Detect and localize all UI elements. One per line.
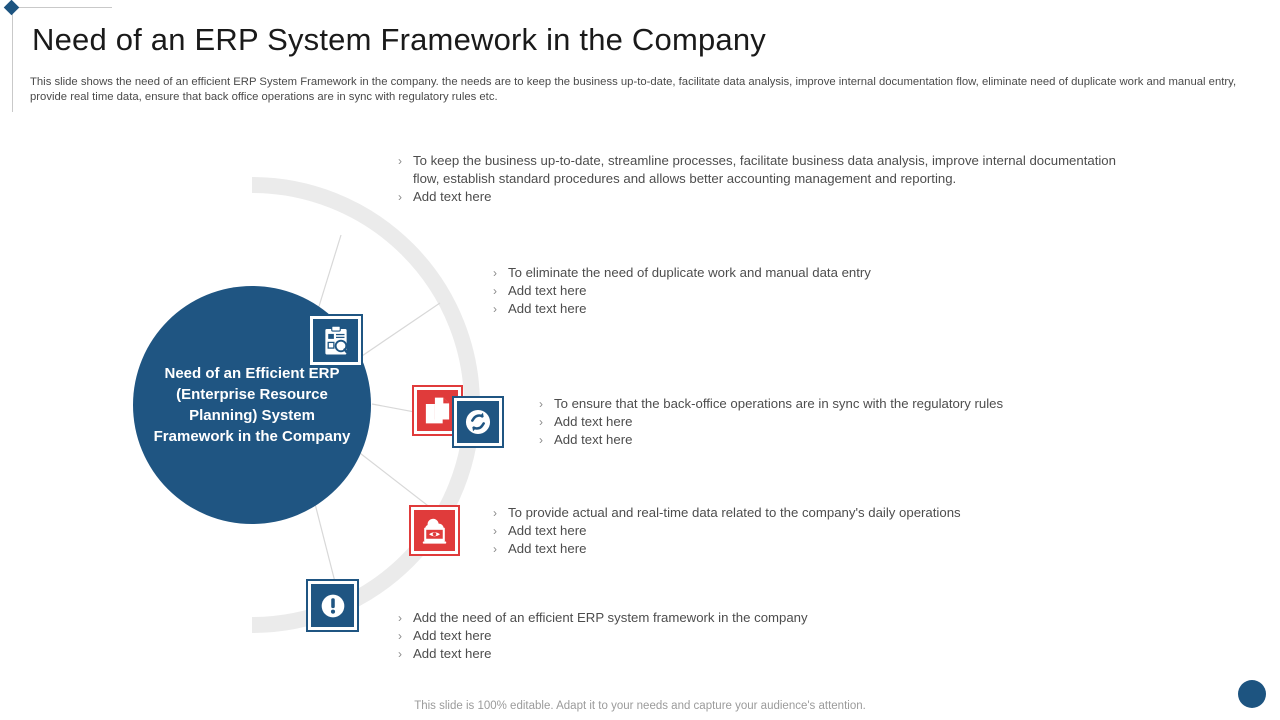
sync-arrows-icon [465,409,491,435]
chevron-right-icon: › [539,397,543,411]
bullet-text: To keep the business up-to-date, streaml… [413,153,1116,186]
chevron-right-icon: › [493,506,497,520]
bullet-item: › To keep the business up-to-date, strea… [398,152,1138,188]
node-5-icon-tile[interactable] [306,579,359,632]
node-5-bullets: › Add the need of an efficient ERP syste… [398,609,958,663]
duplicate-documents-icon [425,397,450,424]
bullet-text: Add text here [508,541,587,556]
bullet-item: › Add text here [398,188,1138,206]
bullet-text: To provide actual and real-time data rel… [508,505,961,520]
bullet-text: To eliminate the need of duplicate work … [508,265,871,280]
node-2-icon-tile[interactable] [412,385,463,436]
chevron-right-icon: › [398,629,402,643]
chevron-right-icon: › [493,284,497,298]
chevron-right-icon: › [398,190,402,204]
chevron-right-icon: › [398,611,402,625]
node-4-bullets: › To provide actual and real-time data r… [493,504,1053,558]
footer-note: This slide is 100% editable. Adapt it to… [414,700,866,712]
connector-line-1 [315,234,342,317]
bullet-text: Add text here [554,414,633,429]
bullet-item: › To provide actual and real-time data r… [493,504,1053,522]
bullet-item: › To eliminate the need of duplicate wor… [493,264,1053,282]
bullet-text: Add text here [508,301,587,316]
bullet-item: › Add the need of an efficient ERP syste… [398,609,958,627]
center-circle-label: Need of an Efficient ERP (Enterprise Res… [153,365,351,445]
clipboard-search-icon [324,325,350,356]
bullet-item: › Add text here [398,645,958,663]
chevron-right-icon: › [493,302,497,316]
connector-line-2 [355,302,441,361]
bullet-item: › Add text here [493,522,1053,540]
node-3-icon-tile[interactable] [452,396,504,448]
node-2-bullets: › To eliminate the need of duplicate wor… [493,264,1053,318]
bullet-text: Add text here [413,646,492,661]
bullet-item: › Add text here [539,413,1099,431]
bullet-item: › Add text here [398,627,958,645]
bullet-text: Add text here [508,283,587,298]
cloud-data-view-icon [422,518,447,544]
chevron-right-icon: › [493,542,497,556]
bullet-item: › Add text here [493,300,1053,318]
node-1-icon-tile[interactable] [308,314,363,367]
diamond-marker-icon [3,0,20,16]
chevron-right-icon: › [493,524,497,538]
chevron-right-icon: › [539,415,543,429]
chevron-right-icon: › [398,154,402,168]
header-decor-vertical-line [12,7,13,112]
node-1-bullets: › To keep the business up-to-date, strea… [398,152,1138,206]
bullet-text: Add text here [554,432,633,447]
exclamation-circle-icon [321,594,344,617]
node-3-bullets: › To ensure that the back-office operati… [539,395,1099,449]
corner-dot-decoration [1238,680,1266,708]
bullet-item: › Add text here [539,431,1099,449]
chevron-right-icon: › [493,266,497,280]
chevron-right-icon: › [539,433,543,447]
page-title: Need of an ERP System Framework in the C… [32,22,766,57]
chevron-right-icon: › [398,647,402,661]
bullet-text: Add the need of an efficient ERP system … [413,610,808,625]
bullet-text: Add text here [413,628,492,643]
bullet-text: To ensure that the back-office operation… [554,396,1004,411]
bullet-item: › To ensure that the back-office operati… [539,395,1099,413]
bullet-item: › Add text here [493,540,1053,558]
connector-line-4 [355,449,437,513]
connector-line-5 [311,491,336,583]
bullet-text: Add text here [508,523,587,538]
bullet-item: › Add text here [493,282,1053,300]
bullet-text: Add text here [413,189,492,204]
page-subtitle: This slide shows the need of an efficien… [30,76,1237,103]
node-4-icon-tile[interactable] [409,505,460,556]
header-decor-horizontal-line [12,7,112,8]
erp-need-diagram: Need of an Efficient ERP (Enterprise Res… [0,120,1280,690]
